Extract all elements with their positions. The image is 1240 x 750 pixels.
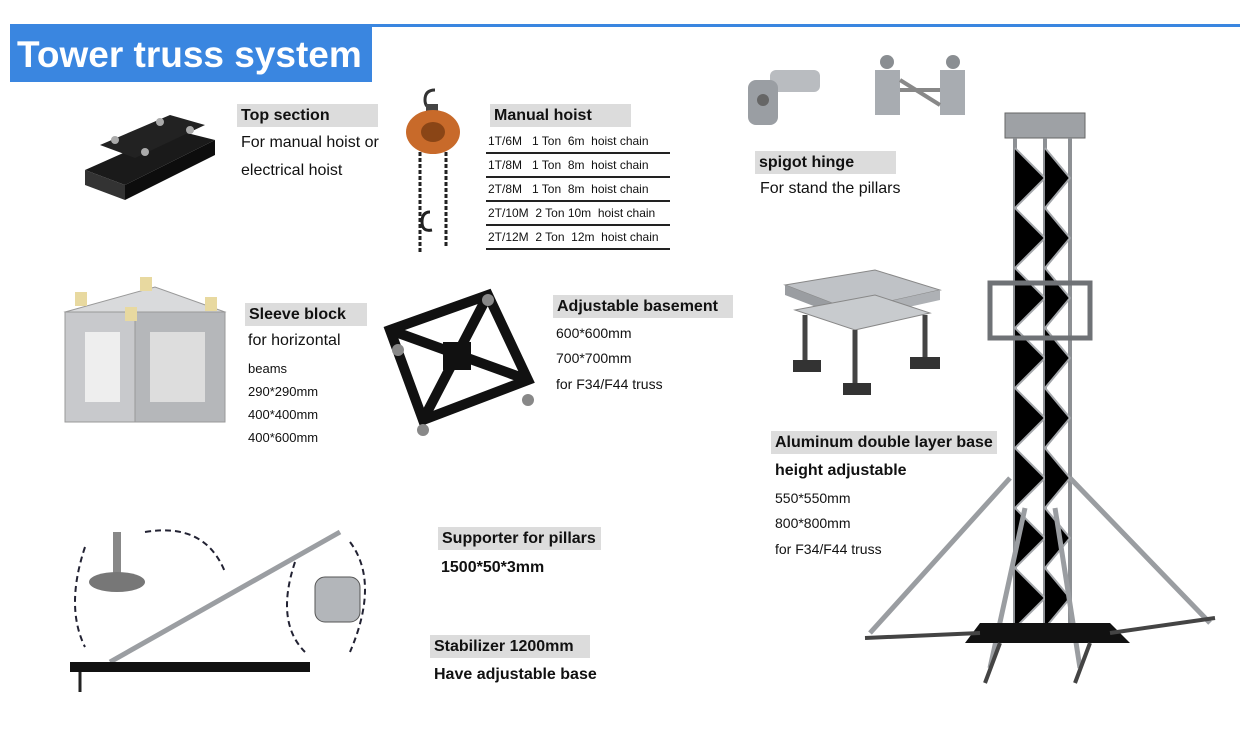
sleeve-block-line-3: 290*290mm xyxy=(248,384,319,399)
adjustable-basement-line-3: for F34/F44 truss xyxy=(556,376,663,392)
aluminum-base-sub: height adjustable xyxy=(775,462,907,479)
adjustable-basement-line-1: 600*600mm xyxy=(556,325,632,341)
stabilizer-label: Stabilizer 1200mm xyxy=(430,635,590,658)
table-row: 1T/8M 1 Ton 8m hoist chain xyxy=(486,153,670,178)
tower-truss-image xyxy=(864,112,1216,684)
aluminum-base-image xyxy=(783,269,942,395)
page-title: Tower truss system xyxy=(10,27,372,82)
hoist-table: 1T/6M 1 Ton 6m hoist chain 1T/8M 1 Ton 8… xyxy=(486,130,670,250)
table-row: 2T/12M 2 Ton 12m hoist chain xyxy=(486,225,670,250)
sleeve-block-image xyxy=(63,277,227,423)
hoist-row-1: 1T/6M 1 Ton 6m hoist chain xyxy=(486,130,670,154)
sleeve-block-line-5: 400*600mm xyxy=(248,430,319,445)
hoist-row-3: 2T/8M 1 Ton 8m hoist chain xyxy=(486,177,670,202)
adjustable-basement-line-2: 700*700mm xyxy=(556,350,632,366)
adjustable-basement-image xyxy=(383,288,535,436)
supporter-sub: 1500*50*3mm xyxy=(441,559,545,576)
hoist-row-2: 1T/8M 1 Ton 8m hoist chain xyxy=(486,153,670,178)
header-rule xyxy=(10,24,1240,27)
top-section-line-1: For manual hoist or xyxy=(241,134,379,151)
aluminum-base-line-3: for F34/F44 truss xyxy=(775,541,882,557)
supporter-label: Supporter for pillars xyxy=(438,527,601,550)
manual-hoist-label: Manual hoist xyxy=(490,104,631,127)
spigot-hinge-line: For stand the pillars xyxy=(760,180,901,197)
adjustable-basement-label: Adjustable basement xyxy=(553,295,733,318)
sleeve-block-line-2: beams xyxy=(248,361,288,376)
top-section-line-2: electrical hoist xyxy=(241,162,343,179)
top-section-image xyxy=(85,115,215,200)
table-row: 1T/6M 1 Ton 6m hoist chain xyxy=(486,130,670,154)
stabilizer-sub: Have adjustable base xyxy=(434,666,597,683)
sleeve-block-line-4: 400*400mm xyxy=(248,407,319,422)
aluminum-base-label: Aluminum double layer base xyxy=(771,431,997,454)
aluminum-base-line-2: 800*800mm xyxy=(775,515,851,531)
hoist-row-5: 2T/12M 2 Ton 12m hoist chain xyxy=(486,225,670,250)
sleeve-block-label: Sleeve block xyxy=(245,303,367,326)
spigot-hinge-image-2 xyxy=(875,55,965,115)
manual-hoist-image xyxy=(406,88,460,252)
stabilizer-image xyxy=(70,529,366,692)
spigot-hinge-image xyxy=(748,70,820,125)
table-row: 2T/10M 2 Ton 10m hoist chain xyxy=(486,201,670,226)
top-section-label: Top section xyxy=(237,104,378,127)
aluminum-base-line-1: 550*550mm xyxy=(775,490,851,506)
table-row: 2T/8M 1 Ton 8m hoist chain xyxy=(486,177,670,202)
sleeve-block-line-1: for horizontal xyxy=(248,332,341,349)
spigot-hinge-label: spigot hinge xyxy=(755,151,896,174)
hoist-row-4: 2T/10M 2 Ton 10m hoist chain xyxy=(486,201,670,226)
